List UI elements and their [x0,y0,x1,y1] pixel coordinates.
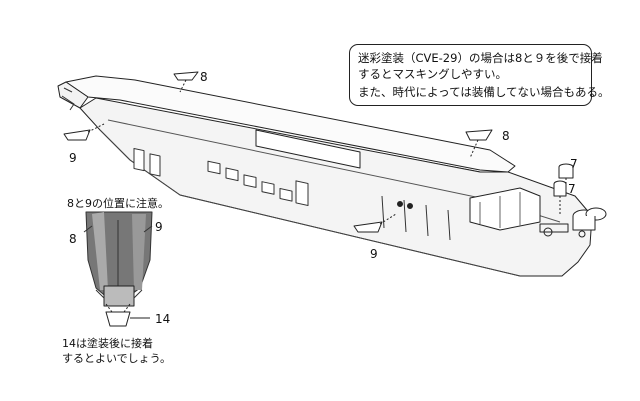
aft-superstructure [469,187,541,231]
boat-part-9-bow [63,123,105,141]
label-part-7-lower: 7 [568,182,576,196]
inset-title: 8と9の位置に注意。 [67,197,169,210]
waterline [99,129,521,277]
inset-label-14: 14 [155,312,171,326]
camouflage-note-line-1: 迷彩塗装（CVE-29）の場合は8と９を後で接着 [358,51,603,65]
stern-fittings [539,223,586,238]
gun-tub-parts [553,163,574,214]
stern-gun-mounts [572,207,607,231]
label-part-7-upper: 7 [570,157,578,171]
propeller-shaft [103,285,135,307]
bow-anchor [61,87,75,111]
deck-elevator [255,129,361,169]
era-note: また、時代によっては装備してない場合もある。 [358,85,610,99]
inset-label-8: 8 [69,232,77,246]
camouflage-note-line-2: するとマスキングしやすい。 [358,67,508,81]
flight-deck [65,75,516,173]
camouflage-note-box: 迷彩塗装（CVE-29）の場合は8と９を後で接着 するとマスキングしやすい。 ま… [349,44,610,106]
hangar-openings [133,147,309,206]
boat-part-8-bow [173,71,199,93]
ship-hull [57,75,607,277]
rudder-part-14 [105,303,150,327]
support-columns [381,195,451,241]
label-part-8-bow: 8 [200,70,208,84]
label-part-8-aft: 8 [502,129,510,143]
inset-caption-line-1: 14は塗装後に接着 [62,337,153,350]
boat-part-9-aft [353,201,413,233]
label-part-9-bow: 9 [69,151,77,165]
label-part-9-aft: 9 [370,247,378,261]
inset-caption-line-2: するとよいでしょう。 [62,352,172,365]
boat-part-8-aft [465,129,493,159]
inset-hull-detail [83,211,153,327]
inset-label-9: 9 [155,220,163,234]
